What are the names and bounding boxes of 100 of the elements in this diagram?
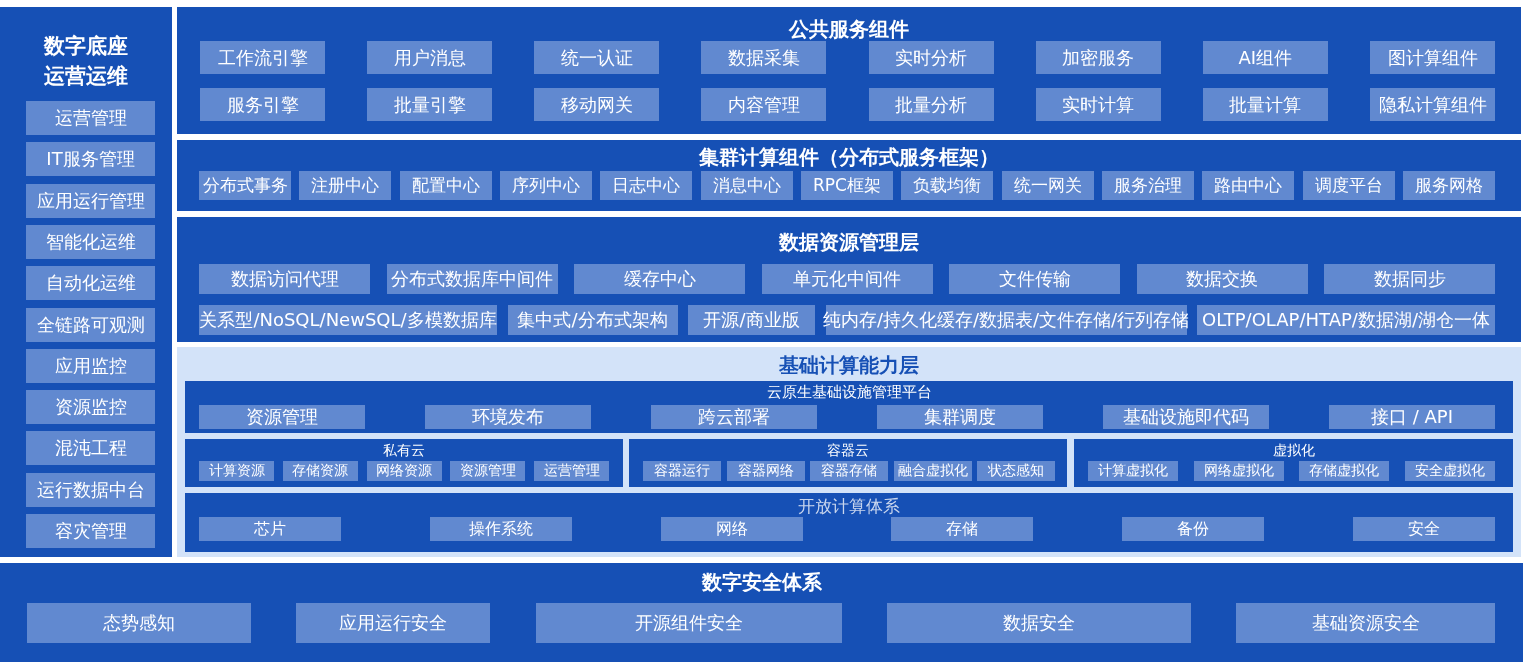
module-tile: 智能化运维 [26, 224, 155, 259]
layer-panel [0, 563, 1523, 662]
module-tile: AI组件 [1202, 41, 1328, 74]
module-tile: 批量引擎 [367, 88, 493, 121]
module-tile: 集群调度 [877, 405, 1043, 429]
module-tile: 隐私计算组件 [1370, 88, 1495, 121]
module-tile: 分布式数据库中间件 [386, 264, 558, 294]
module-tile: 混沌工程 [26, 431, 155, 466]
module-tile: 内容管理 [701, 88, 827, 121]
module-tile: 文件传输 [949, 264, 1120, 294]
module-tile: 加密服务 [1035, 41, 1161, 74]
module-tile: 资源管理 [450, 461, 526, 481]
panel-title: 虚拟化 [1271, 441, 1316, 460]
module-tile: 备份 [1122, 517, 1265, 541]
module-tile: 芯片 [199, 517, 341, 541]
module-tile: 移动网关 [534, 88, 660, 121]
module-tile: 运营管理 [534, 461, 609, 481]
module-tile: 负载均衡 [901, 171, 994, 200]
panel-title: 数字安全体系 [700, 569, 823, 595]
module-tile: 缓存中心 [574, 264, 745, 294]
module-tile: 容灾管理 [26, 514, 155, 548]
panel-title: 容器云 [826, 441, 870, 460]
module-tile: 消息中心 [700, 171, 793, 200]
module-tile: 数据交换 [1136, 264, 1308, 294]
layer-panel [185, 381, 1513, 433]
module-tile: 配置中心 [399, 171, 492, 200]
module-tile: 关系型/NoSQL/NewSQL/多模数据库 [199, 305, 497, 335]
module-tile: 容器运行 [643, 461, 721, 481]
panel-title: 集群计算组件（分布式服务框架） [698, 144, 1000, 170]
module-tile: 应用监控 [26, 348, 155, 383]
panel-title: 私有云 [382, 441, 426, 460]
module-tile: 数据同步 [1324, 264, 1495, 294]
module-tile: 存储虚拟化 [1299, 461, 1390, 481]
module-tile: 资源监控 [26, 390, 155, 425]
module-tile: 网络虚拟化 [1193, 461, 1284, 481]
layer-panel [177, 7, 1521, 134]
layer-panel [629, 439, 1067, 487]
panel-title: 数字底座运营运维 [42, 33, 129, 91]
module-tile: 开源组件安全 [535, 603, 842, 643]
layer-panel [177, 140, 1521, 211]
panel-title: 云原生基础设施管理平台 [765, 383, 933, 403]
module-tile: 跨云部署 [651, 405, 817, 429]
layer-panel [185, 439, 623, 487]
module-tile: 批量计算 [1202, 88, 1328, 121]
panel-title: 基础计算能力层 [778, 352, 920, 378]
module-tile: 服务治理 [1102, 171, 1194, 200]
module-tile: 注册中心 [299, 171, 392, 200]
module-tile: 基础设施即代码 [1103, 405, 1269, 429]
module-tile: 数据安全 [886, 603, 1191, 643]
module-tile: 服务引擎 [200, 88, 325, 121]
module-tile: 状态感知 [977, 461, 1055, 481]
module-tile: 基础资源安全 [1236, 603, 1495, 643]
module-tile: OLTP/OLAP/HTAP/数据湖/湖仓一体 [1197, 305, 1495, 335]
panel-title: 数据资源管理层 [778, 229, 920, 255]
module-tile: 数据访问代理 [199, 264, 370, 294]
module-tile: 网络资源 [366, 461, 442, 481]
module-tile: 纯内存/持久化缓存/数据表/文件存储/行列存储 [825, 305, 1187, 335]
layer-panel [1074, 439, 1513, 487]
module-tile: 日志中心 [600, 171, 693, 200]
module-tile: 自动化运维 [26, 266, 155, 301]
module-tile: 态势感知 [27, 603, 251, 643]
module-tile: 安全 [1353, 517, 1495, 541]
module-tile: 计算资源 [199, 461, 274, 481]
layer-panel [177, 347, 1521, 557]
layer-panel [185, 493, 1513, 552]
module-tile: 工作流引擎 [200, 41, 325, 74]
module-tile: 融合虚拟化 [893, 461, 972, 481]
module-tile: 应用运行安全 [296, 603, 491, 643]
module-tile: 调度平台 [1302, 171, 1395, 200]
layer-panel [177, 217, 1521, 342]
module-tile: IT服务管理 [26, 142, 155, 177]
module-tile: 单元化中间件 [761, 264, 933, 294]
module-tile: 容器存储 [810, 461, 888, 481]
panel-title: 公共服务组件 [787, 16, 910, 42]
module-tile: RPC框架 [801, 171, 893, 200]
module-tile: 操作系统 [429, 517, 572, 541]
module-tile: 批量分析 [868, 88, 994, 121]
module-tile: 用户消息 [367, 41, 493, 74]
module-tile: 实时分析 [868, 41, 994, 74]
module-tile: 集中式/分布式架构 [507, 305, 678, 335]
module-tile: 网络 [660, 517, 803, 541]
module-tile: 开源/商业版 [688, 305, 815, 335]
module-tile: 图计算组件 [1370, 41, 1495, 74]
module-tile: 运营管理 [26, 101, 155, 135]
module-tile: 存储资源 [282, 461, 358, 481]
module-tile: 安全虚拟化 [1405, 461, 1495, 481]
module-tile: 运行数据中台 [26, 472, 155, 507]
module-tile: 统一认证 [534, 41, 660, 74]
module-tile: 应用运行管理 [26, 183, 155, 218]
module-tile: 序列中心 [500, 171, 592, 200]
module-tile: 路由中心 [1202, 171, 1295, 200]
module-tile: 资源管理 [199, 405, 365, 429]
panel-title: 开放计算体系 [797, 495, 901, 518]
module-tile: 全链路可观测 [26, 307, 155, 342]
module-tile: 实时计算 [1035, 88, 1161, 121]
module-tile: 计算虚拟化 [1088, 461, 1178, 481]
module-tile: 统一网关 [1001, 171, 1094, 200]
module-tile: 容器网络 [726, 461, 805, 481]
module-tile: 数据采集 [701, 41, 827, 74]
module-tile: 分布式事务 [199, 171, 291, 200]
